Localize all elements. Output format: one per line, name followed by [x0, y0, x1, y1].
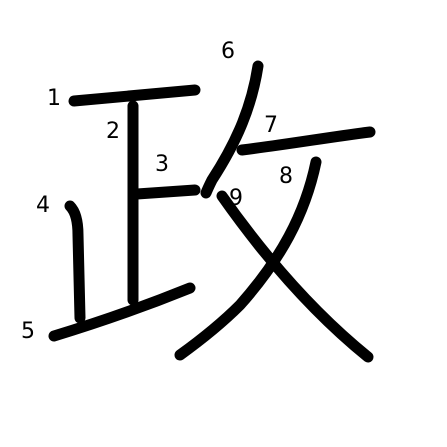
stroke-8	[174, 156, 322, 361]
stroke-1	[68, 84, 201, 107]
stroke-number-3: 3	[155, 152, 169, 177]
stroke-3	[131, 184, 201, 200]
stroke-7	[236, 126, 376, 156]
stroke-number-labels: 1 2 3 4 5 6 7 8 9	[21, 39, 293, 344]
stroke-number-8: 8	[279, 164, 293, 189]
stroke-4	[64, 200, 86, 324]
stroke-number-9: 9	[229, 186, 243, 211]
stroke-5	[48, 282, 196, 342]
stroke-number-6: 6	[221, 39, 235, 64]
stroke-number-4: 4	[36, 193, 50, 218]
stroke-number-5: 5	[21, 319, 35, 344]
stroke-number-2: 2	[106, 119, 120, 144]
stroke-number-7: 7	[264, 113, 278, 138]
stroke-number-1: 1	[47, 86, 61, 111]
stroke-9	[216, 190, 374, 363]
stroke-6	[200, 60, 264, 199]
character-glyph	[48, 60, 376, 363]
